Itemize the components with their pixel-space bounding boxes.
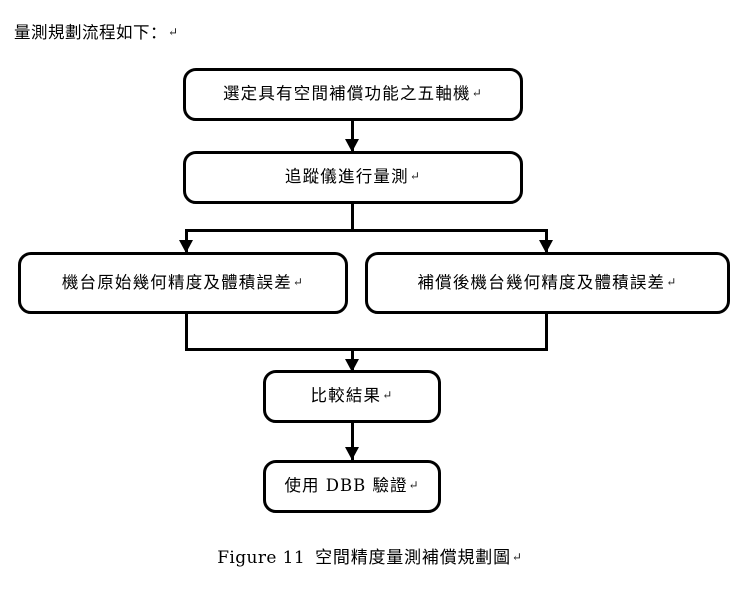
connector-select-to-tracker xyxy=(351,121,354,152)
flow-node-label: 選定具有空間補償功能之五軸機↵ xyxy=(222,84,484,104)
flow-node-label: 使用 DBB 驗證↵ xyxy=(284,476,420,496)
pilcrow-mark: ↵ xyxy=(666,274,678,289)
connector-compensated-to-merge xyxy=(545,314,548,351)
arrowhead-merge-to-compare xyxy=(345,359,359,372)
pilcrow-mark: ↵ xyxy=(511,550,523,564)
pilcrow-mark: ↵ xyxy=(382,388,394,403)
figure-number: Figure 11 xyxy=(217,548,306,568)
flow-node-original-accuracy: 機台原始幾何精度及體積誤差↵ xyxy=(18,252,348,314)
pilcrow-mark: ↵ xyxy=(408,478,420,493)
figure-title: 空間精度量測補償規劃圖 xyxy=(315,548,511,568)
intro-paragraph: 量測規劃流程如下：↵ xyxy=(14,20,179,45)
flow-node-label: 機台原始幾何精度及體積誤差↵ xyxy=(61,272,305,292)
connector-original-to-merge xyxy=(185,314,188,351)
flow-node-select-machine: 選定具有空間補償功能之五軸機↵ xyxy=(183,68,523,121)
arrowhead-split-to-compensated xyxy=(539,240,553,253)
connector-compare-to-dbb xyxy=(351,423,354,461)
arrowhead-split-to-original xyxy=(179,240,193,253)
flowchart-diagram: 選定具有空間補償功能之五軸機↵ 追蹤儀進行量測↵ 機台原始幾何精度及體積誤差↵ … xyxy=(18,68,730,513)
flow-node-label: 比較結果↵ xyxy=(310,386,394,406)
arrowhead-compare-to-dbb xyxy=(345,447,359,460)
arrowhead-select-to-tracker xyxy=(345,139,359,152)
flow-node-tracker-measure: 追蹤儀進行量測↵ xyxy=(183,151,523,204)
pilcrow-mark: ↵ xyxy=(471,86,484,101)
connector-merge-bar xyxy=(185,348,548,351)
connector-split-bar xyxy=(185,229,548,232)
pilcrow-mark: ↵ xyxy=(292,274,305,289)
flow-node-compensated-accuracy: 補償後機台幾何精度及體積誤差↵ xyxy=(365,252,730,314)
flow-node-compare-results: 比較結果↵ xyxy=(263,370,441,423)
intro-text: 量測規劃流程如下： xyxy=(14,23,167,42)
flow-node-label: 補償後機台幾何精度及體積誤差↵ xyxy=(417,272,678,292)
flow-node-label: 追蹤儀進行量測↵ xyxy=(284,167,422,187)
figure-caption: Figure 11 空間精度量測補償規劃圖↵ xyxy=(0,545,740,570)
pilcrow-mark: ↵ xyxy=(409,169,422,184)
pilcrow-mark: ↵ xyxy=(168,25,179,39)
flow-node-dbb-verify: 使用 DBB 驗證↵ xyxy=(263,460,441,513)
connector-tracker-to-split xyxy=(351,204,354,231)
